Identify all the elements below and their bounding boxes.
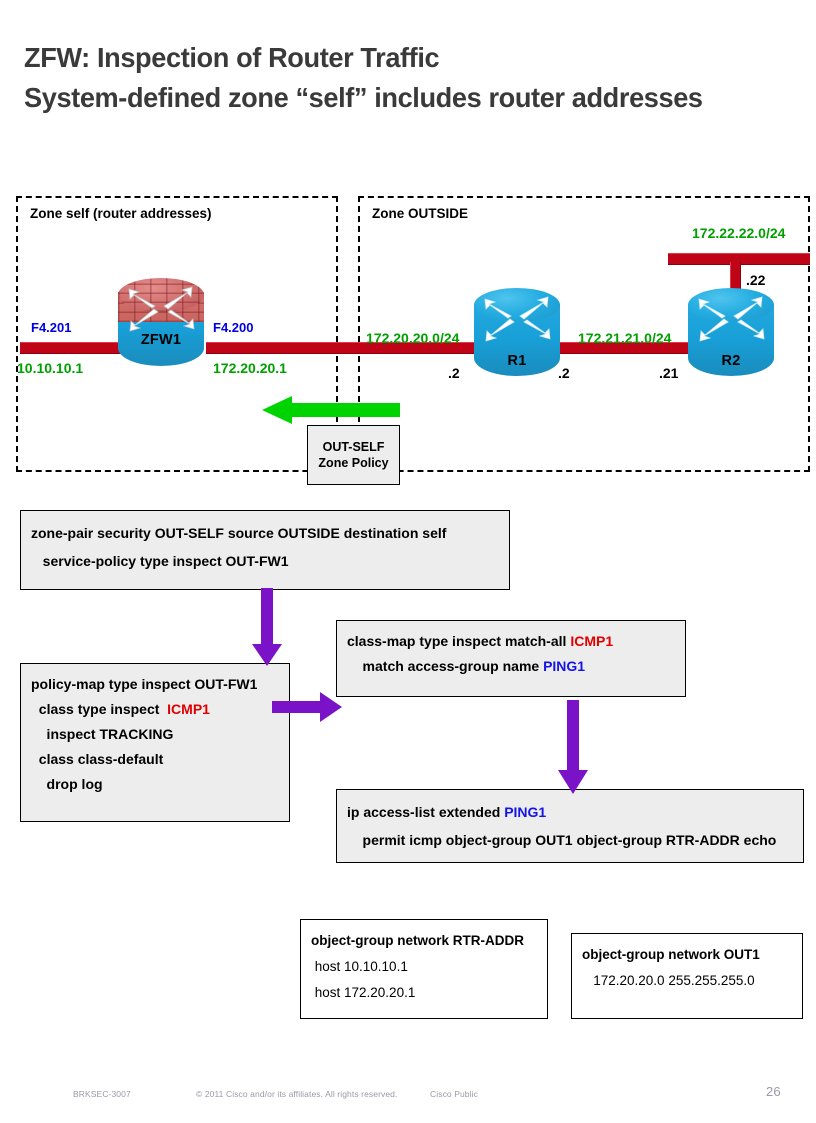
label-network-172-21-21: 172.21.21.0/24 <box>578 330 672 346</box>
config-keyword-highlight: ICMP1 <box>167 701 210 717</box>
config-text: object-group network OUT1 <box>582 947 760 962</box>
label-zfw1-outside-interface: F4.200 <box>213 320 254 335</box>
config-text: service-policy type inspect OUT-FW1 <box>31 553 289 569</box>
flow-arrow-zonepair-to-policymap-icon <box>252 588 282 666</box>
link-segment-zfw1-to-r1 <box>206 342 478 354</box>
config-text: class class-default <box>31 751 164 767</box>
config-keyword-highlight: PING1 <box>504 804 547 820</box>
title-line-1: ZFW: Inspection of Router Traffic <box>24 42 440 73</box>
config-line: 172.20.20.0 255.255.255.0 <box>582 968 792 994</box>
config-text: 172.20.20.0 255.255.255.0 <box>582 973 755 988</box>
label-r1-right-octet: .2 <box>558 365 570 381</box>
config-line: inspect TRACKING <box>31 722 279 747</box>
router-arrows-icon <box>484 296 551 342</box>
device-zfw1-label: ZFW1 <box>140 332 182 348</box>
zone-pair-config-box: zone-pair security OUT-SELF source OUTSI… <box>20 510 510 590</box>
flow-arrow-classmap-to-acl-icon <box>558 700 588 794</box>
zone-outside-label: Zone OUTSIDE <box>372 206 469 221</box>
router-arrows-icon <box>698 296 765 342</box>
config-line: match access-group name PING1 <box>347 654 675 679</box>
footer-copyright: © 2011 Cisco and/or its affiliates. All … <box>196 1089 398 1099</box>
label-r2-top-octet: .22 <box>746 272 766 288</box>
device-r1: R1 <box>474 288 560 380</box>
device-zfw1: ZFW1 <box>118 278 204 370</box>
zone-policy-line-1: OUT-SELF <box>322 440 385 454</box>
class-map-config-box: class-map type inspect match-all ICMP1 m… <box>336 620 686 697</box>
config-text: host 172.20.20.1 <box>311 985 416 1000</box>
link-segment-inside <box>20 342 140 354</box>
object-group-rtr-addr-box: object-group network RTR-ADDR host 10.10… <box>300 919 548 1019</box>
label-zfw1-inside-ip: 10.10.10.1 <box>17 360 84 376</box>
config-line: host 10.10.10.1 <box>311 954 537 980</box>
config-line: permit icmp object-group OUT1 object-gro… <box>347 826 793 854</box>
label-r1-left-octet: .2 <box>448 365 460 381</box>
config-keyword-highlight: ICMP1 <box>570 633 614 649</box>
config-text: match access-group name <box>347 658 544 674</box>
footer-classification: Cisco Public <box>430 1089 478 1099</box>
config-line: zone-pair security OUT-SELF source OUTSI… <box>31 519 499 547</box>
label-network-172-22-22: 172.22.22.0/24 <box>692 225 786 241</box>
zone-policy-line-2: Zone Policy <box>318 456 389 470</box>
link-segment-r1-to-r2 <box>556 342 720 354</box>
page-title: ZFW: Inspection of Router Traffic System… <box>24 38 794 118</box>
device-r2: R2 <box>688 288 774 380</box>
config-text: ip access-list extended <box>347 804 505 820</box>
access-list-config-box: ip access-list extended PING1 permit icm… <box>336 789 804 863</box>
label-zfw1-outside-ip: 172.20.20.1 <box>213 360 287 376</box>
config-line: service-policy type inspect OUT-FW1 <box>31 547 499 575</box>
config-text: drop log <box>31 776 103 792</box>
config-text: zone-pair security OUT-SELF source OUTSI… <box>31 525 447 541</box>
label-network-172-20-20: 172.20.20.0/24 <box>366 330 460 346</box>
object-group-out1-box: object-group network OUT1 172.20.20.0 25… <box>571 933 803 1019</box>
device-r2-label: R2 <box>721 353 741 369</box>
config-keyword-highlight: PING1 <box>543 658 586 674</box>
router-arrows-icon <box>128 286 195 332</box>
config-line: class type inspect ICMP1 <box>31 697 279 722</box>
config-text: object-group network RTR-ADDR <box>311 933 524 948</box>
config-text: permit icmp object-group OUT1 object-gro… <box>347 832 777 848</box>
device-r1-label: R1 <box>507 353 527 369</box>
label-r2-left-octet: .21 <box>659 365 679 381</box>
config-line: class-map type inspect match-all ICMP1 <box>347 629 675 654</box>
config-line: object-group network OUT1 <box>582 942 792 968</box>
config-line: policy-map type inspect OUT-FW1 <box>31 672 279 697</box>
zone-policy-callout: OUT-SELF Zone Policy <box>307 425 400 485</box>
config-text: class type inspect <box>31 701 168 717</box>
zone-self-boundary: Zone self (router addresses) <box>16 196 338 472</box>
label-zfw1-inside-interface: F4.201 <box>31 320 72 335</box>
config-line: host 172.20.20.1 <box>311 980 537 1006</box>
config-line: ip access-list extended PING1 <box>347 798 793 826</box>
policy-map-config-box: policy-map type inspect OUT-FW1 class ty… <box>20 663 290 822</box>
config-line: drop log <box>31 772 279 797</box>
config-text: class-map type inspect match-all <box>347 633 571 649</box>
footer-page-number: 26 <box>766 1084 781 1099</box>
zone-self-label: Zone self (router addresses) <box>30 206 212 221</box>
footer-session-code: BRKSEC-3007 <box>73 1089 131 1099</box>
config-text: policy-map type inspect OUT-FW1 <box>31 676 258 692</box>
config-line: object-group network RTR-ADDR <box>311 928 537 954</box>
traffic-direction-arrow-icon <box>262 396 400 424</box>
config-text: inspect TRACKING <box>31 726 174 742</box>
flow-arrow-policymap-to-classmap-icon <box>272 692 342 722</box>
title-line-2: System-defined zone “self” includes rout… <box>24 82 703 113</box>
config-line: class class-default <box>31 747 279 772</box>
zone-outside-boundary: Zone OUTSIDE <box>358 196 810 472</box>
config-text: host 10.10.10.1 <box>311 959 408 974</box>
